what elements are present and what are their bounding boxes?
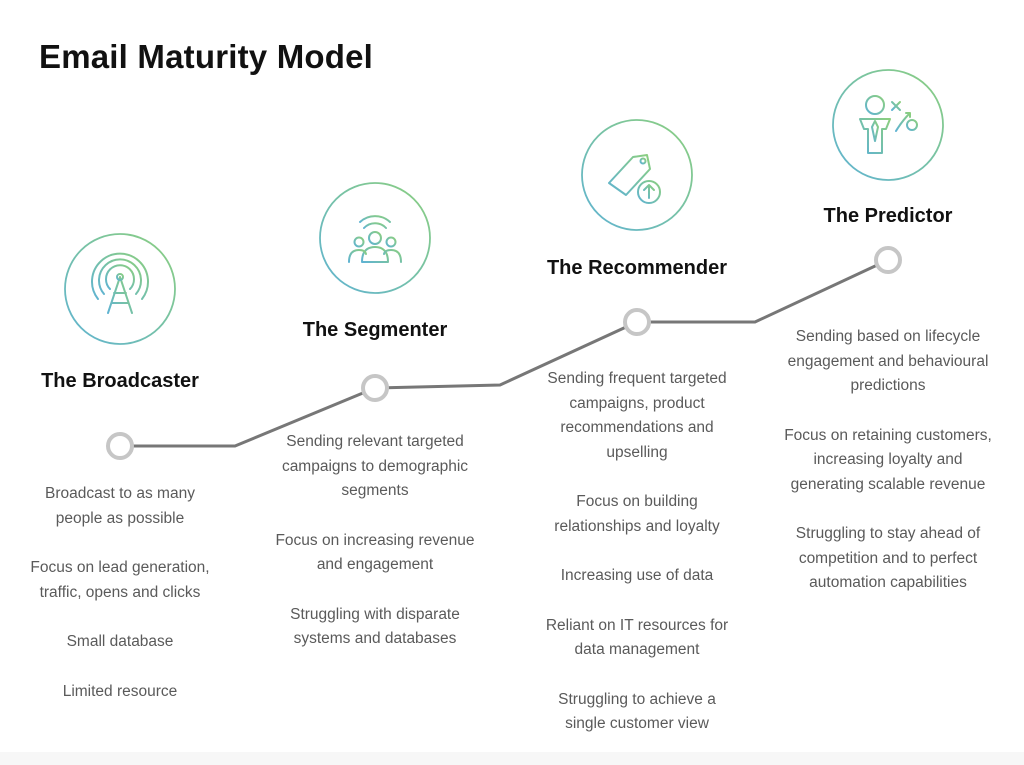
- price-tag-upsell-icon: [581, 119, 693, 231]
- stage-bullet: Focus on lead generation, traffic, opens…: [30, 559, 210, 601]
- stage-bullet: Focus on retaining customers, increasing…: [784, 426, 992, 493]
- stage-bullets-2: Sending relevant targeted campaigns to d…: [270, 430, 480, 677]
- stage-bullets-4: Sending based on lifecycle engagement an…: [778, 325, 998, 621]
- stage-bullet: Sending frequent targeted campaigns, pro…: [547, 370, 727, 461]
- stage-bullet: Limited resource: [62, 682, 178, 700]
- stage-bullet: Sending based on lifecycle engagement an…: [787, 328, 989, 394]
- stage-bullet: Struggling to achieve a single customer …: [558, 690, 716, 733]
- broadcast-tower-icon: [64, 233, 176, 345]
- stage-title-4: The Predictor: [823, 205, 953, 227]
- stage-title-1: The Broadcaster: [41, 370, 199, 392]
- stage-bullet: Struggling to stay ahead of competition …: [795, 525, 981, 591]
- stage-node-2: [361, 374, 389, 402]
- stage-bullet: Increasing use of data: [560, 567, 714, 584]
- stage-bullet: Focus on building relationships and loya…: [554, 493, 720, 535]
- audience-group-icon: [319, 182, 431, 294]
- stage-bullets-3: Sending frequent targeted campaigns, pro…: [537, 367, 737, 762]
- stage-node-1: [106, 432, 134, 460]
- stage-bullet: Sending relevant targeted campaigns to d…: [281, 433, 469, 499]
- stage-bullet: Reliant on IT resources for data managem…: [545, 616, 729, 659]
- stage-node-4: [874, 246, 902, 274]
- stage-node-3: [623, 308, 651, 336]
- stage-title-2: The Segmenter: [302, 319, 448, 341]
- stage-bullet: Small database: [66, 633, 174, 650]
- progress-line: [120, 258, 889, 448]
- page-title: Email Maturity Model: [39, 38, 374, 75]
- bottom-strip: [0, 752, 1024, 765]
- stage-bullet: Broadcast to as many people as possible: [45, 485, 195, 527]
- strategist-icon: [832, 69, 944, 181]
- stage-bullet: Struggling with disparate systems and da…: [290, 605, 460, 648]
- stage-title-3: The Recommender: [546, 257, 728, 279]
- stage-bullet: Focus on increasing revenue and engageme…: [275, 531, 475, 574]
